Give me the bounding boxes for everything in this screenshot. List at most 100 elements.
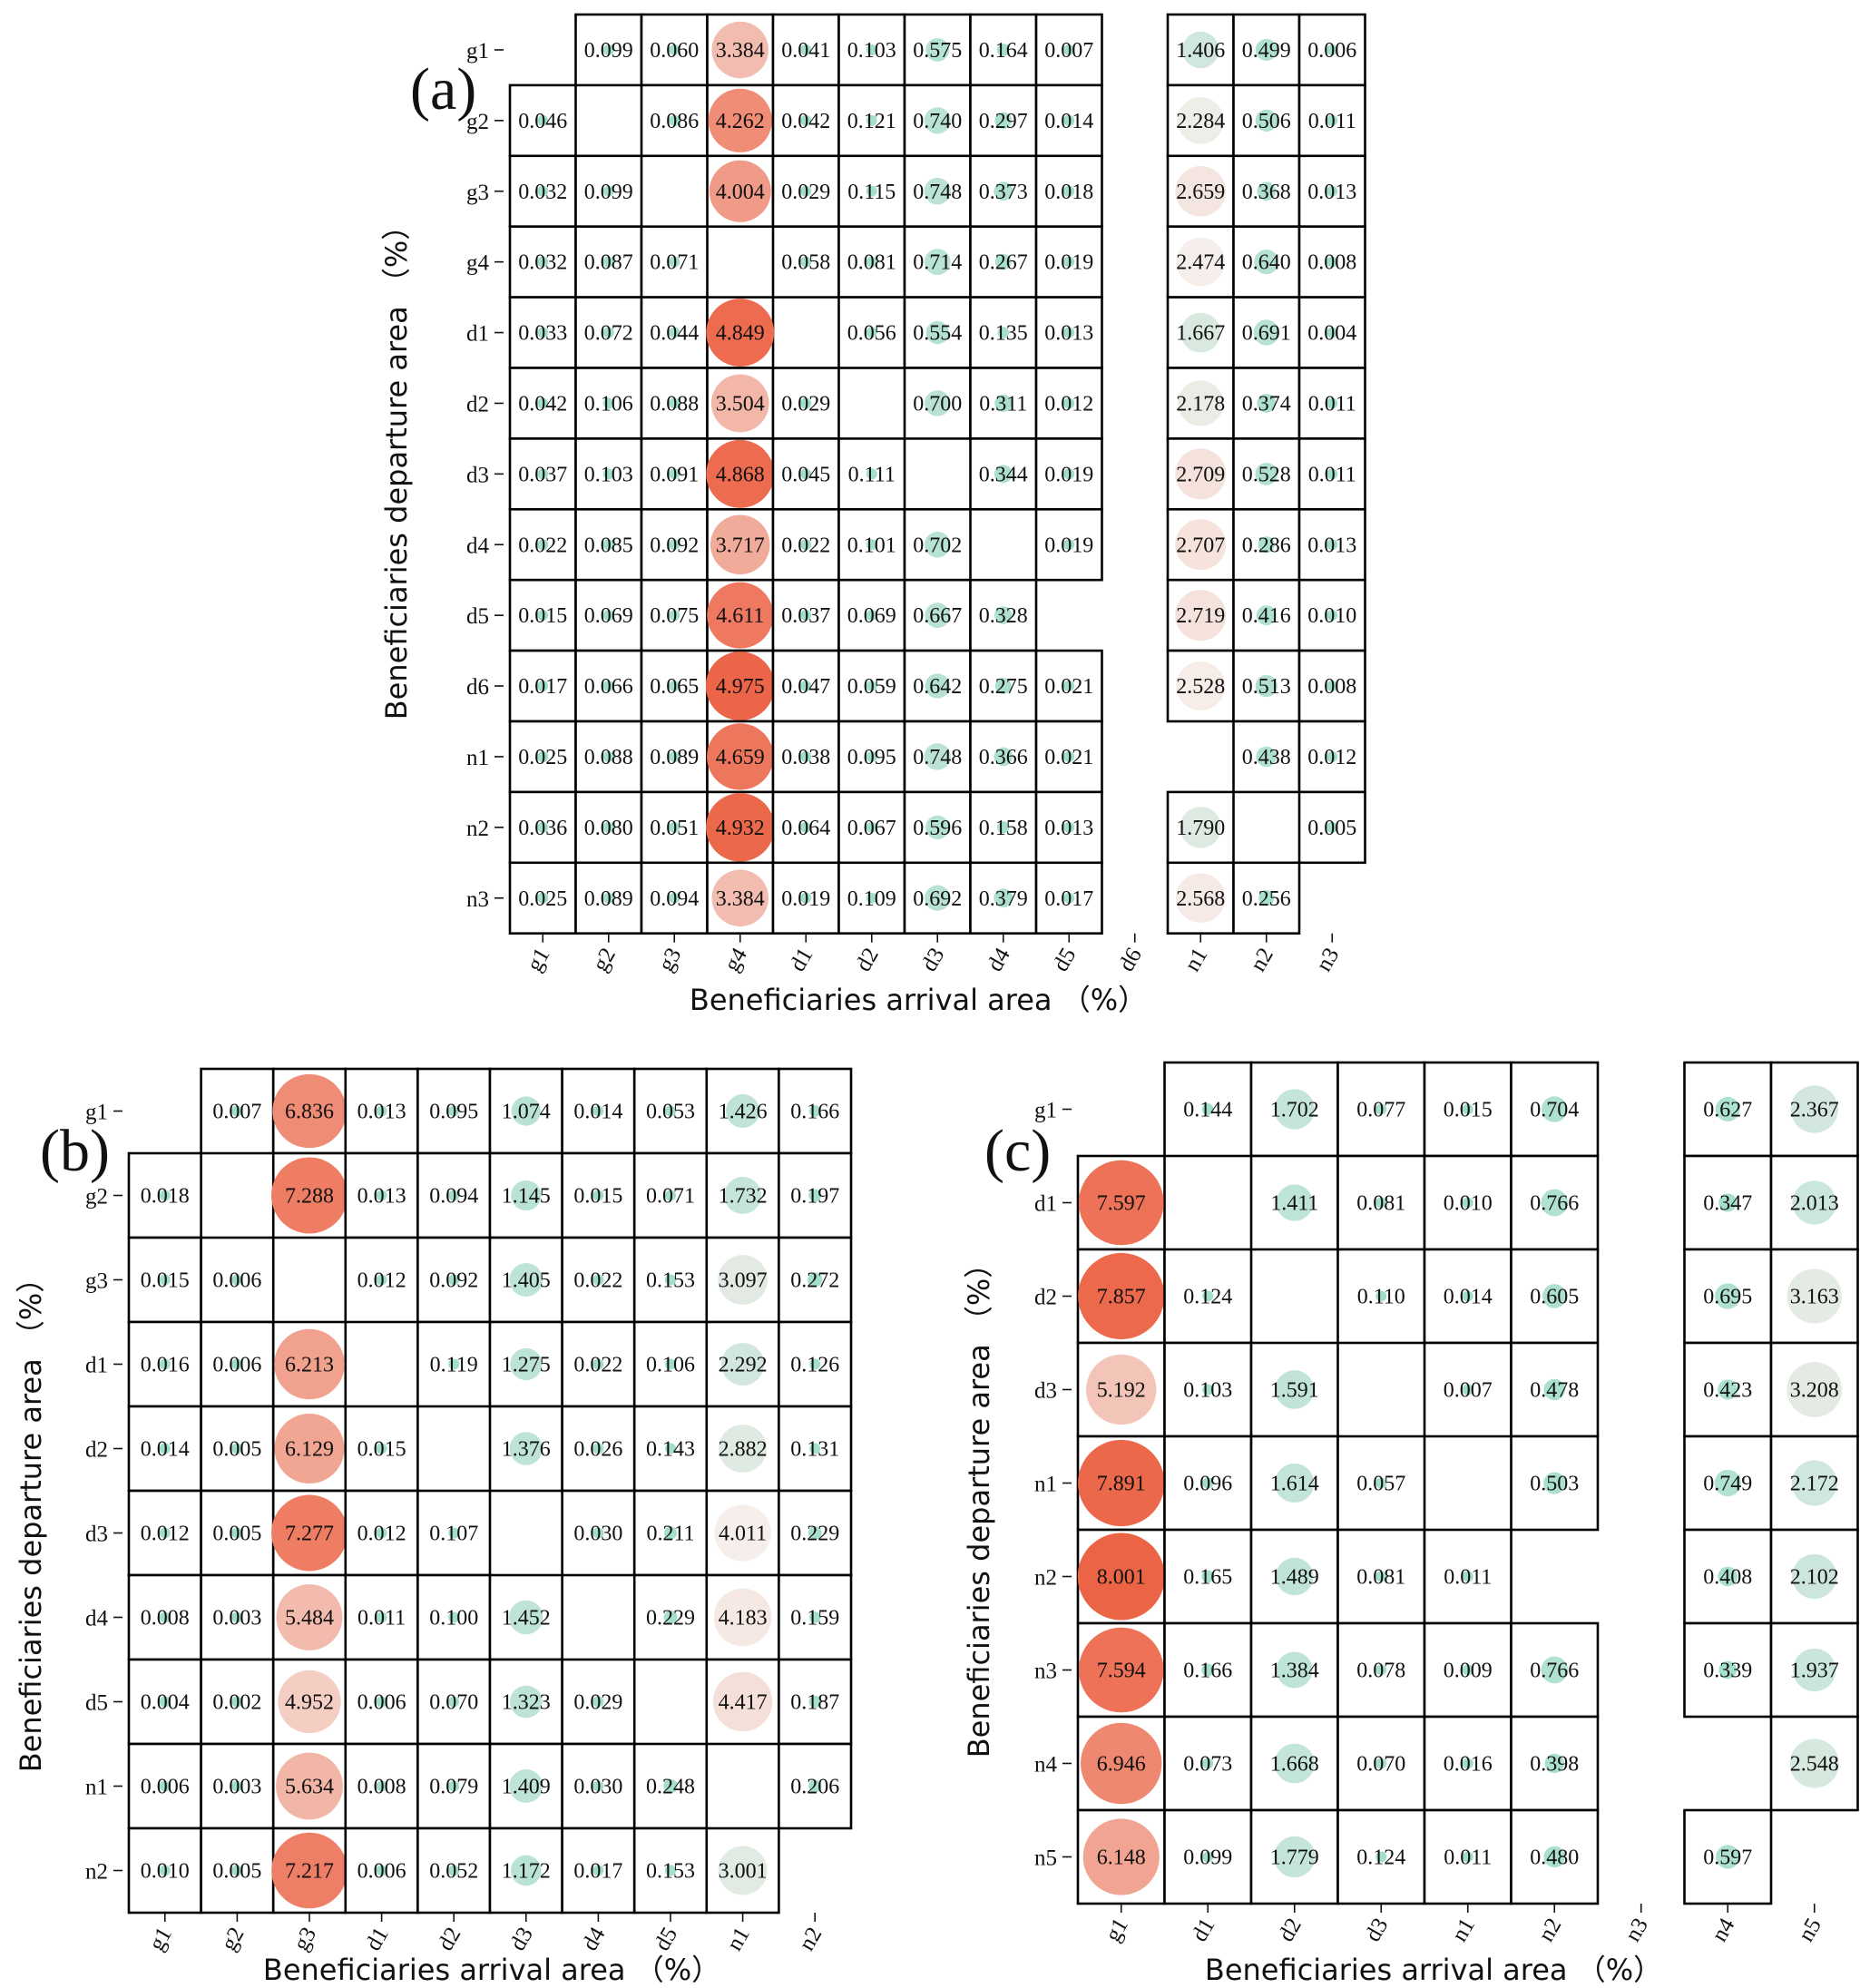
matrix-cell	[508, 83, 577, 158]
flow-circle	[663, 1611, 678, 1624]
cell-value: 0.021	[1044, 675, 1093, 699]
cell-value: 0.005	[212, 1438, 261, 1462]
cell-value: 0.099	[584, 39, 633, 63]
cell-value: 0.008	[357, 1776, 406, 1799]
cell-value: 0.106	[646, 1354, 695, 1377]
flow-circle	[376, 1611, 387, 1623]
cell-value: 0.032	[518, 251, 567, 275]
cell-value: 0.011	[1308, 463, 1356, 486]
cell-value: 1.275	[502, 1354, 551, 1377]
col-tick-label: g3	[654, 944, 687, 975]
cell-value: 0.078	[1356, 1660, 1405, 1683]
flow-circle	[866, 185, 877, 197]
flow-circle	[706, 439, 775, 508]
flow-circle	[1462, 1103, 1473, 1115]
flow-circle	[592, 1105, 604, 1117]
cell-value: 0.014	[573, 1101, 622, 1124]
cell-value: 7.594	[1097, 1660, 1146, 1683]
col-tick-label: n1	[1180, 944, 1213, 975]
flow-circle	[1201, 1663, 1215, 1677]
row-tick-label: d3	[85, 1523, 108, 1547]
flow-circle	[231, 1611, 243, 1623]
flow-circle	[665, 1105, 676, 1117]
col-tick-label: d5	[1049, 944, 1082, 975]
cell-value: 7.857	[1097, 1286, 1146, 1309]
flow-circle	[665, 1358, 676, 1370]
row-tick-label: g3	[466, 181, 489, 205]
cell-value: 2.172	[1790, 1473, 1839, 1496]
cell-value: 0.008	[141, 1607, 190, 1631]
cell-value: 2.709	[1176, 463, 1225, 486]
flow-circle	[1274, 1743, 1315, 1784]
flow-circle	[272, 1073, 347, 1149]
col-tick-label: g2	[588, 944, 621, 975]
cell-value: 0.423	[1703, 1379, 1752, 1403]
flow-circle	[271, 1157, 348, 1234]
flow-circle	[994, 888, 1013, 908]
cell-value: 0.081	[1356, 1566, 1405, 1590]
cell-value: 1.406	[1176, 39, 1225, 63]
flow-circle	[1275, 1370, 1315, 1409]
cell-value: 0.013	[1044, 817, 1093, 840]
col-tick-label: d2	[1274, 1915, 1307, 1946]
cell-value: 0.052	[429, 1860, 478, 1884]
cell-value: 7.277	[285, 1523, 334, 1546]
row-tick-label: d3	[466, 463, 489, 487]
flow-circle	[1326, 610, 1338, 622]
cell-value: 0.166	[790, 1101, 839, 1124]
flow-circle	[537, 327, 549, 338]
flow-circle	[925, 815, 950, 839]
cell-value: 0.702	[913, 534, 962, 557]
cell-value: 0.627	[1703, 1099, 1752, 1122]
col-tick-label: g3	[289, 1924, 321, 1955]
flow-circle	[1254, 250, 1279, 275]
flow-circle	[866, 750, 877, 762]
cell-value: 0.438	[1242, 746, 1291, 769]
cell-value: 0.029	[573, 1691, 622, 1715]
flow-circle	[1063, 681, 1075, 692]
flow-circle	[708, 88, 772, 152]
cell-value: 0.014	[1044, 110, 1093, 133]
y-axis-label: Beneficiaries departure area （%）	[379, 211, 414, 720]
cell-value: 0.029	[781, 392, 830, 416]
flow-circle	[925, 885, 951, 911]
flow-circle	[1077, 1533, 1165, 1621]
flow-circle	[1255, 109, 1278, 132]
flow-circle	[537, 681, 549, 692]
flow-circle	[1256, 605, 1277, 626]
cell-value: 0.513	[1242, 675, 1291, 699]
cell-value: 0.153	[646, 1860, 695, 1884]
flow-circle	[1543, 1846, 1566, 1868]
col-tick-label: g1	[144, 1924, 177, 1955]
cell-value: 2.474	[1176, 251, 1225, 275]
col-tick-label: g2	[217, 1924, 250, 1955]
cell-value: 1.937	[1790, 1660, 1839, 1683]
cell-value: 0.100	[429, 1607, 478, 1631]
col-tick-label: d2	[851, 944, 884, 975]
x-axis-label: Beneficiaries arrival area （%）	[690, 983, 1147, 1017]
flow-circle	[996, 821, 1010, 834]
cell-value: 0.007	[1444, 1379, 1493, 1403]
flow-circle	[705, 651, 775, 720]
flow-circle	[1255, 38, 1278, 61]
col-tick-label: n1	[1447, 1915, 1480, 1946]
flow-circle	[1063, 256, 1075, 268]
flow-circle	[1326, 114, 1338, 126]
cell-value: 2.659	[1176, 181, 1225, 204]
flow-circle	[808, 1695, 821, 1709]
cell-value: 0.416	[1242, 604, 1291, 628]
flow-circle	[274, 1328, 345, 1400]
cell-value: 0.480	[1530, 1846, 1579, 1870]
cell-value: 0.106	[584, 392, 633, 416]
cell-value: 6.148	[1097, 1846, 1146, 1870]
cell-value: 0.166	[1183, 1660, 1232, 1683]
flow-circle	[592, 1358, 604, 1370]
flow-circle	[1274, 1089, 1315, 1130]
cell-value: 0.071	[646, 1185, 695, 1209]
flow-circle	[231, 1274, 243, 1286]
cell-value: 1.732	[719, 1185, 768, 1209]
cell-value: 0.006	[141, 1776, 190, 1799]
flow-circle	[669, 327, 680, 338]
cell-value: 0.015	[141, 1269, 190, 1293]
col-tick-label: d4	[578, 1923, 611, 1955]
